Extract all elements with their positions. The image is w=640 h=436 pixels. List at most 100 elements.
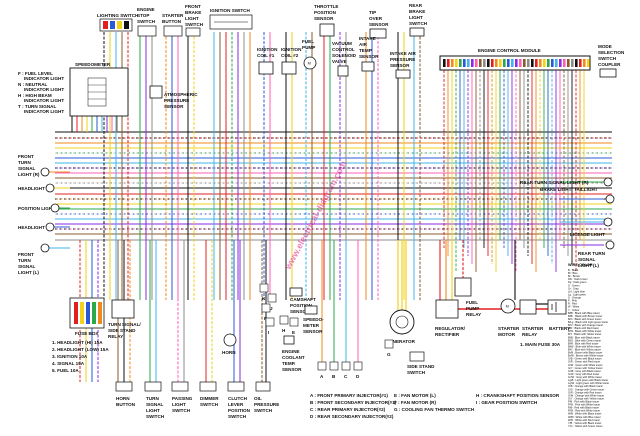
fuse-line-4: 4. SIGNAL 15A xyxy=(52,361,85,366)
brake-light-taillight: BRAKE LIGHT/ TAILLIGHT xyxy=(540,187,615,204)
iat-line-2: AIR xyxy=(359,42,368,47)
generator-label: GENERATOR xyxy=(386,339,416,344)
iat-line-4: SENSOR xyxy=(359,54,379,59)
clutch-switch-line-1: CLUTCH xyxy=(228,396,248,401)
turn-signal-light-switch: TURN SIGNAL LIGHT SWITCH xyxy=(144,381,165,419)
tip-over-sensor: TIP OVER SENSOR xyxy=(369,10,389,39)
cmp-line-2: POSITION xyxy=(290,303,313,308)
connector-letter-e: E xyxy=(292,330,295,335)
wire-color-row: Bl : Blue xyxy=(568,271,578,275)
license-light-label: LICENSE LIGHT xyxy=(570,232,605,237)
tip-over-line-1: TIP xyxy=(369,10,376,15)
mode-coupler-line-3: SWITCH xyxy=(598,56,617,61)
indicator-light-legend: F : FUEL LEVEL INDICATOR LIGHT N : NEUTR… xyxy=(18,71,64,114)
wire-color-row: P/B : Pink with Black tracer xyxy=(568,399,599,403)
tsl-switch-line-4: SWITCH xyxy=(146,414,165,419)
indicator-line-4: INDICATOR LIGHT xyxy=(24,87,64,92)
wire-color-row: Gr/W : Gray with White tracer xyxy=(568,375,602,379)
wire-color-row: B/O : Black with Orange tracer xyxy=(568,323,603,327)
ect-line-4: SENSOR xyxy=(282,367,302,372)
engine-coolant-temp-sensor: ENGINE COOLANT TEMP. SENSOR xyxy=(282,335,305,372)
oil-switch-line-2: PRESSURE xyxy=(254,402,279,407)
connector-block xyxy=(317,361,327,371)
connector-block xyxy=(265,317,275,327)
engine-control-module: ENGINE CONTROL MODULE xyxy=(439,48,591,71)
sensor-legend-i: I : GEAR POSITION SWITCH xyxy=(476,400,538,405)
cmp-line-1: CAMSHAFT xyxy=(290,297,316,302)
wire-color-row: Gr/B : Gray with Black tracer xyxy=(568,369,601,373)
intake-air-pressure-sensor: INTAKE AIR PRESSURE SENSOR xyxy=(390,51,416,79)
starter-motor: M STARTER MOTOR xyxy=(498,298,520,337)
lighting-switch: LIGHTING SWITCH xyxy=(97,13,139,32)
ignition-switch: IGNITION SWITCH xyxy=(209,8,253,30)
connector-block xyxy=(329,361,339,371)
fuse-box-label: FUSE BOX xyxy=(75,331,99,336)
starter-motor-line-1: STARTER xyxy=(498,326,520,331)
ftsl-r-line-2: TURN xyxy=(18,160,31,165)
wire-color-row: Br : Brown xyxy=(568,274,581,278)
fan-legend: E : FAN MOTOR (L) F : FAN MOTOR (R) G : … xyxy=(394,393,475,412)
injector-legend-a: A : FRONT PRIMARY INJECTOR(#1) xyxy=(310,393,388,398)
atm-line-2: PRESSURE xyxy=(164,98,189,103)
connector-block xyxy=(341,361,351,371)
indicator-line-1: F : FUEL LEVEL xyxy=(18,71,53,76)
headlight-l-label: HEADLIGHT (L) xyxy=(18,225,52,230)
speedo-sensor-line-2: METER xyxy=(303,323,320,328)
wire-color-row: Y/G : Yellow with Green tracer xyxy=(568,424,603,428)
main-fuse-label: 1. MAIN FUSE 30A xyxy=(520,342,561,347)
wire-color-row: B : Black xyxy=(568,268,579,272)
battery: BATTERY xyxy=(547,299,570,331)
headlight-high: HEADLIGHT (H) xyxy=(18,183,55,193)
wire-color-row: O/Y : Orange with Yellow tracer xyxy=(568,396,604,400)
atm-line-1: ATMOSPHERIC xyxy=(164,92,198,97)
turn-signal-side-stand-relay: TURN SIGNAL/ SIDE STAND RELAY xyxy=(108,299,141,339)
wire-color-row: P : Pink xyxy=(568,299,578,303)
wire-color-row: Lg : Light green xyxy=(568,292,587,296)
position-light-label: POSITION LIGHT xyxy=(18,206,55,211)
injector-legend-c: C : REAR PRIMARY INJECTOR(#2) xyxy=(310,407,386,412)
speedo-sensor-line-1: SPEEDO- xyxy=(303,317,324,322)
starter-relay-line-1: STARTER xyxy=(522,326,544,331)
side-stand-line-1: SIDE STAND xyxy=(407,364,435,369)
engine-stop-switch-line-2: STOP xyxy=(137,13,149,18)
lighting-switch-label: LIGHTING SWITCH xyxy=(97,13,139,18)
wire-color-row: R/B : Red with Black tracer xyxy=(568,406,599,410)
side-stand-line-2: SWITCH xyxy=(407,370,426,375)
wire-color-row: P/W : Pink with White tracer xyxy=(568,403,600,407)
fan-legend-e: E : FAN MOTOR (L) xyxy=(394,393,436,398)
ts-relay-line-1: TURN SIGNAL/ xyxy=(108,322,141,327)
rear-turn-signal-light-l: REAR TURN SIGNAL LIGHT (L) xyxy=(578,240,615,268)
wire-color-row: Gr : Gray xyxy=(568,286,579,290)
fuse-line-1: 1. HEADLIGHT (HI) 15A xyxy=(52,340,103,345)
dimmer-switch-line-1: DIMMER xyxy=(200,396,219,401)
iat-line-3: TEMP xyxy=(359,48,372,53)
ignition-coil-1-line-2: COIL #1 xyxy=(257,53,275,58)
headlight-h-label: HEADLIGHT (H) xyxy=(18,186,53,191)
wire-color-row: Bl/Y : Blue with Yellow tracer xyxy=(568,348,601,352)
indicator-line-6: INDICATOR LIGHT xyxy=(24,98,64,103)
atmospheric-pressure-sensor: ATMOSPHERIC PRESSURE SENSOR xyxy=(149,85,198,109)
ftsl-l-line-4: LIGHT (L) xyxy=(18,270,39,275)
wire-color-row: G : Green xyxy=(568,283,580,287)
front-brake-switch-line-1: FRONT xyxy=(185,4,201,9)
horn-label: HORN xyxy=(222,350,236,355)
wire-color-row: O/B : Orange with Black tracer xyxy=(568,384,603,388)
rear-brake-light-switch: REAR BRAKE LIGHT SWITCH xyxy=(409,3,428,37)
wire-color-row: B/Y : Black with Yellow tracer xyxy=(568,332,602,336)
rear-turn-signal-light-r: REAR TURN SIGNAL LIGHT (R) xyxy=(520,177,613,187)
rtsl-r-label: REAR TURN SIGNAL LIGHT (R) xyxy=(520,180,589,185)
mode-selection-switch-coupler: MODE SELECTION SWITCH COUPLER xyxy=(598,44,625,78)
tip-over-line-2: OVER xyxy=(369,16,383,21)
side-stand-switch: SIDE STAND SWITCH xyxy=(407,351,435,375)
wire-color-row: G/W : Green with White tracer xyxy=(568,363,603,367)
vcsv-line-4: VALVE xyxy=(332,59,347,64)
rear-brake-switch-line-1: REAR xyxy=(409,3,423,8)
fuel-pump-relay-line-1: FUEL xyxy=(466,300,478,305)
ts-relay-line-3: RELAY xyxy=(108,334,123,339)
injector-legend: A : FRONT PRIMARY INJECTOR(#1) B : FRONT… xyxy=(310,393,397,419)
wire-color-row: W : White xyxy=(568,305,580,309)
camshaft-position-sensor: CAMSHAFT POSITION SENSOR xyxy=(289,287,316,314)
fuel-pump-relay-line-3: RELAY xyxy=(466,312,481,317)
fuel-pump-relay: FUEL PUMP RELAY xyxy=(454,277,481,317)
